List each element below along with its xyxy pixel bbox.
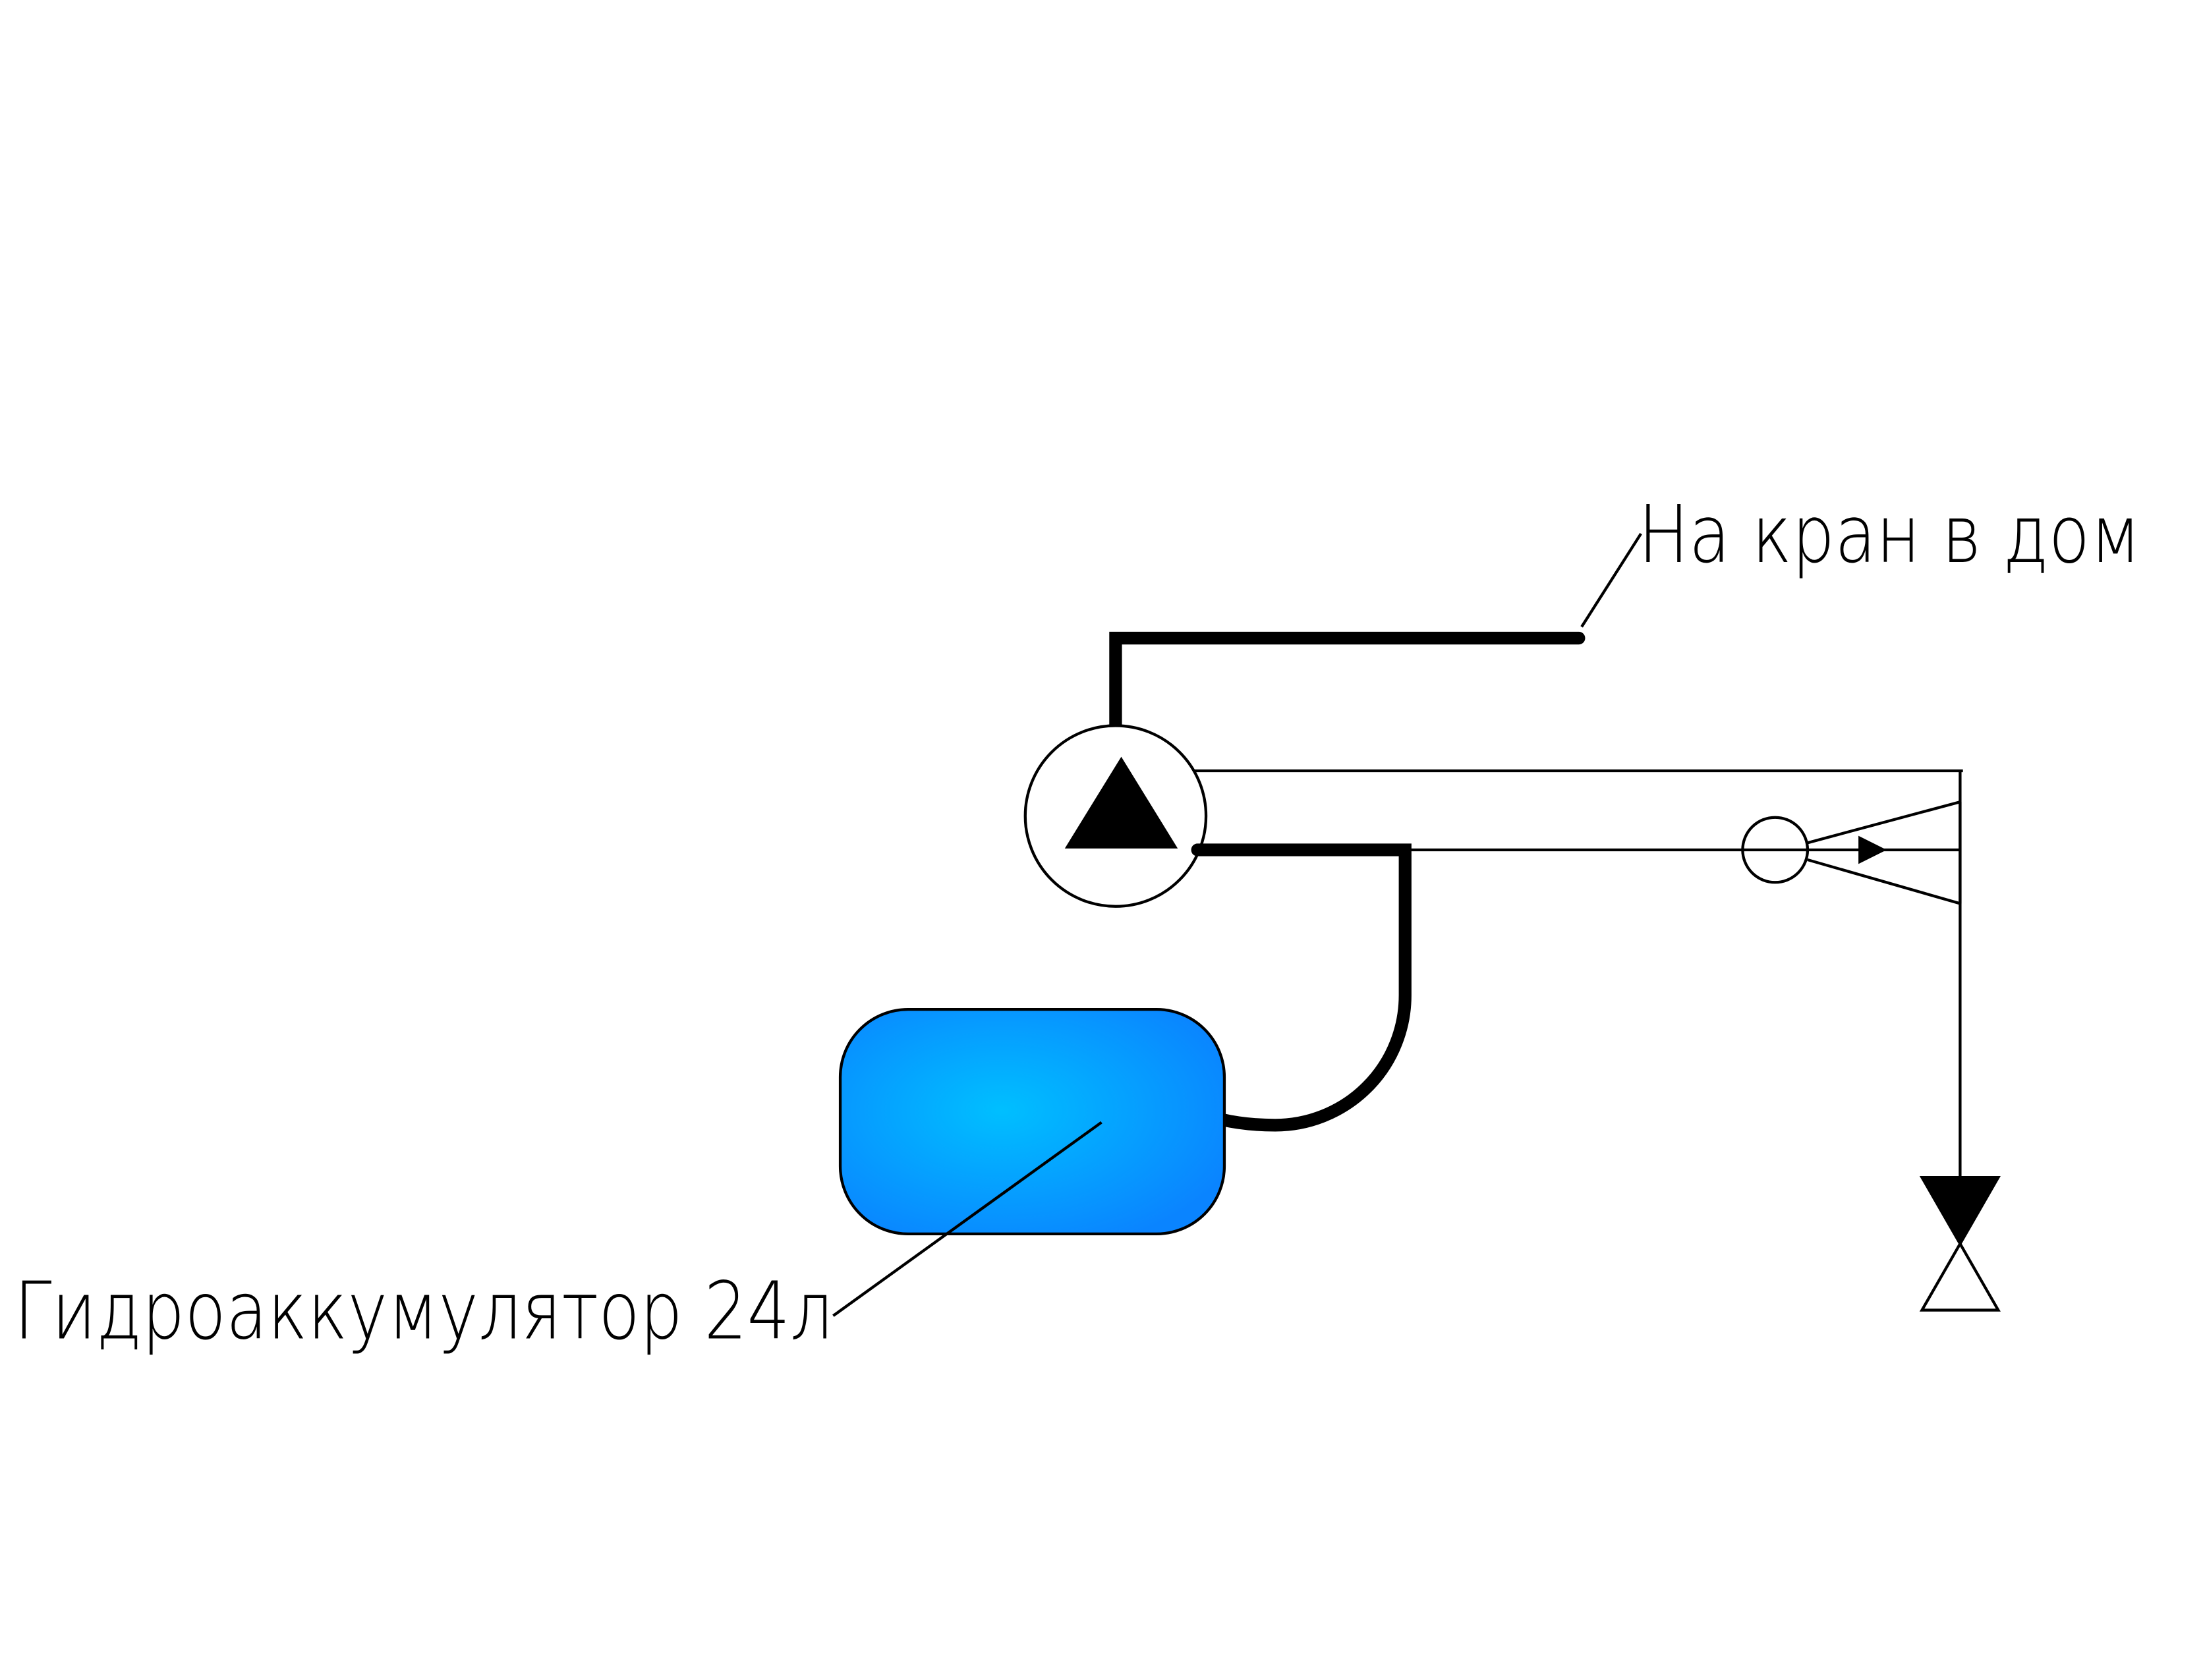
- tank-connection-pipe: [1191, 843, 1412, 1132]
- house-label-leader: [1580, 532, 1642, 628]
- valve-icon: [1919, 1176, 2001, 1312]
- pump-icon: [1023, 724, 1208, 908]
- accumulator-label-leader: [832, 1121, 1102, 1317]
- tank-icon: [838, 1008, 1226, 1235]
- house-outlet-pipe: [1109, 631, 1586, 735]
- accumulator-label: Гидроаккумулятор 24л: [14, 1266, 833, 1357]
- ejector-icon: [1741, 800, 1962, 905]
- house-tap-label: На кран в дом: [1638, 490, 2141, 581]
